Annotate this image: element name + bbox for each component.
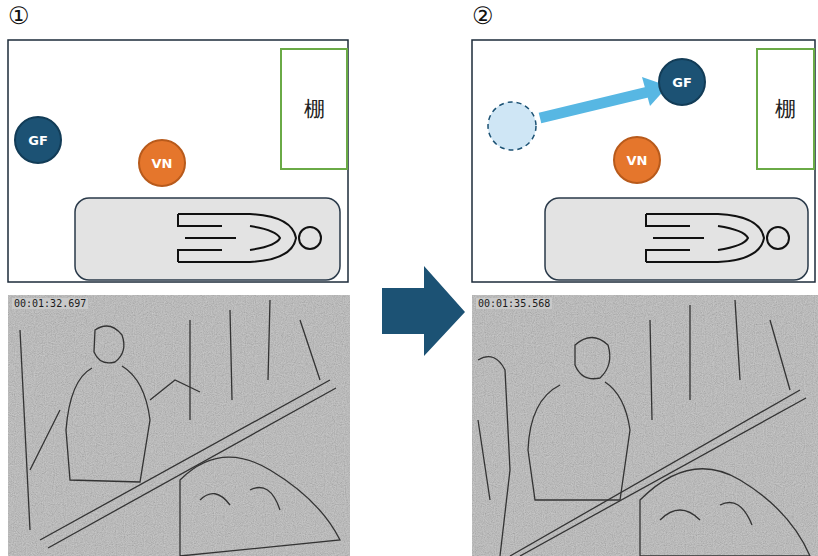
node-label: GF <box>672 75 692 90</box>
person-circle: VN <box>138 139 186 187</box>
node-label: GF <box>28 133 48 148</box>
person-circle: VN <box>613 136 661 184</box>
person-circle: GF <box>658 58 706 106</box>
video-still <box>8 295 350 556</box>
timestamp: 00:01:32.697 <box>12 298 88 309</box>
panel-number: ② <box>472 2 494 30</box>
node-label: 棚 <box>775 95 796 123</box>
node-label: VN <box>627 153 648 168</box>
node-label: VN <box>152 156 173 171</box>
node-label: 棚 <box>304 95 325 123</box>
room-plan <box>472 40 815 282</box>
person-circle: GF <box>14 116 62 164</box>
room-plan <box>8 40 348 282</box>
video-still <box>472 295 818 556</box>
shelf-box: 棚 <box>756 48 815 170</box>
panel-number: ① <box>8 2 30 30</box>
timestamp: 00:01:35.568 <box>476 298 552 309</box>
shelf-box: 棚 <box>280 48 348 170</box>
transition-arrow <box>382 266 465 356</box>
